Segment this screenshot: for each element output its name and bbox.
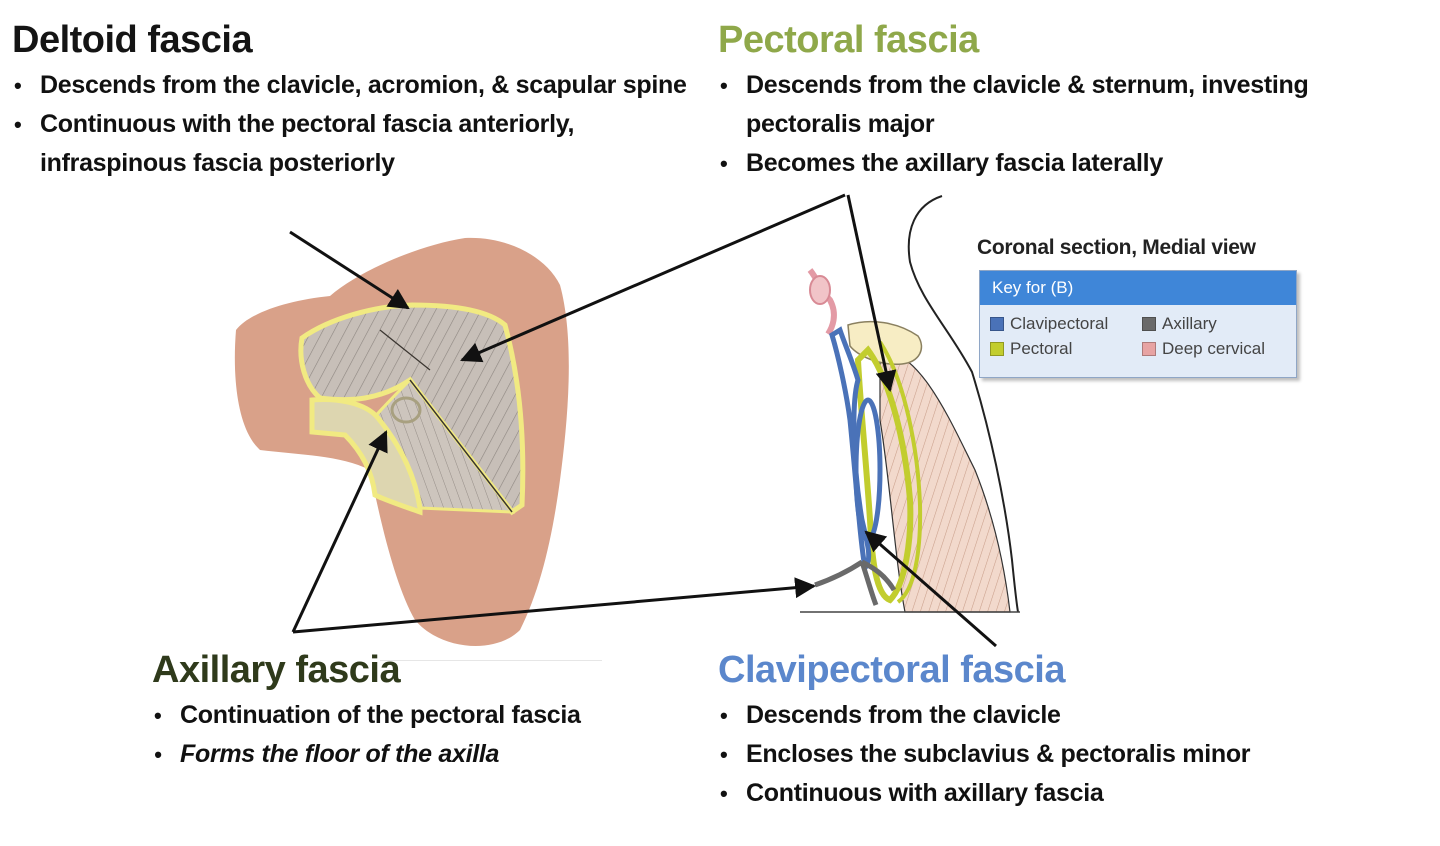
key-items: Clavipectoral Axillary Pectoral Deep cer… [980, 305, 1296, 360]
arrow-pectoral-right [846, 194, 897, 393]
clavipectoral-bullet-3: Continuous with axillary fascia [718, 774, 1358, 813]
skin-outline [907, 195, 1019, 613]
arrow-pectoral-left [460, 193, 846, 363]
muscle-border [379, 329, 431, 371]
pectoral-fascia-bullets: Descends from the clavicle & sternum, in… [718, 66, 1418, 183]
pectoral-fascia-title: Pectoral fascia [718, 19, 979, 61]
key-item-pectoral: Pectoral [990, 338, 1142, 360]
swatch-axillary [1142, 317, 1156, 331]
shoulder-figure [234, 237, 569, 647]
clavipectoral-bullet-2: Encloses the subclavius & pectoralis min… [718, 735, 1358, 774]
key-header: Key for (B) [980, 271, 1296, 305]
deltoid-fascia-bullets: Descends from the clavicle, acromion, & … [12, 66, 702, 183]
axillary-fascia-bullets: Continuation of the pectoral fascia Form… [152, 696, 672, 774]
deltoid-bullet-2: Continuous with the pectoral fascia ante… [12, 105, 702, 183]
swatch-deep-cervical [1142, 342, 1156, 356]
clavipectoral-fascia-title: Clavipectoral fascia [718, 649, 1065, 691]
swatch-clavipectoral [990, 317, 1004, 331]
key-label-axillary: Axillary [1162, 314, 1217, 333]
pectoral-bullet-2: Becomes the axillary fascia laterally [718, 144, 1418, 183]
key-item-axillary: Axillary [1142, 313, 1292, 335]
axillary-fascia-title: Axillary fascia [152, 649, 401, 691]
axillary-fascia [814, 559, 897, 606]
pectoral-fascia [854, 345, 914, 604]
axillary-bullet-1: Continuation of the pectoral fascia [152, 696, 672, 735]
key-label-deep-cervical: Deep cervical [1162, 339, 1265, 358]
deltoid-fascia-section: Deltoid fascia Descends from the clavicl… [12, 20, 702, 183]
separator-line [380, 660, 602, 661]
swatch-pectoral [990, 342, 1004, 356]
coronal-section-caption: Coronal section, Medial view [977, 236, 1256, 259]
key-label-pectoral: Pectoral [1010, 339, 1073, 358]
axillary-bullet-2: Forms the floor of the axilla [152, 735, 672, 774]
deltoid-fascia-title: Deltoid fascia [12, 19, 253, 61]
arrow-axillary-right [292, 577, 817, 634]
clavipectoral-fascia-section: Clavipectoral fascia Descends from the c… [718, 650, 1358, 813]
muscle-border [409, 379, 513, 513]
chest-wall [879, 349, 1011, 613]
axillary-fascia-section: Axillary fascia Continuation of the pect… [152, 650, 672, 774]
pectoral-bullet-1: Descends from the clavicle & sternum, in… [718, 66, 1418, 144]
key-item-deep-cervical: Deep cervical [1142, 338, 1292, 360]
arrow-deltoid [289, 230, 410, 310]
key-label-clavipectoral: Clavipectoral [1010, 314, 1109, 333]
deltoid-bullet-1: Descends from the clavicle, acromion, & … [12, 66, 702, 105]
axilla-region [309, 397, 423, 516]
hyoid-shape [809, 275, 831, 305]
arrow-clavipectoral [864, 530, 997, 648]
clavipectoral-bullet-1: Descends from the clavicle [718, 696, 1358, 735]
pectoral-fascia-section: Pectoral fascia Descends from the clavic… [718, 20, 1418, 183]
key-item-clavipectoral: Clavipectoral [990, 313, 1142, 335]
arrow-axillary-left [291, 430, 388, 633]
key-legend: Key for (B) Clavipectoral Axillary Pecto… [979, 270, 1297, 378]
pectoral-fascia-outer [878, 340, 923, 604]
fossa-circle [390, 396, 422, 424]
clavipectoral-fascia [829, 326, 872, 574]
pointer-arrows [289, 193, 997, 648]
clavipectoral-fascia-bullets: Descends from the clavicle Encloses the … [718, 696, 1358, 813]
